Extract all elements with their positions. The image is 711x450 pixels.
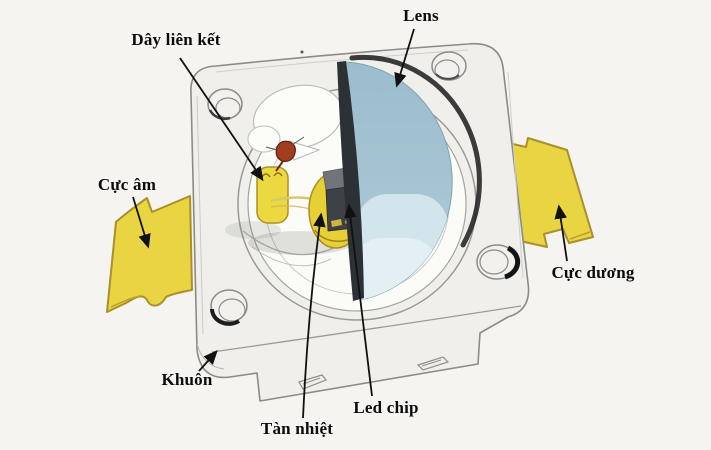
leader-mold (198, 349, 218, 372)
mounting-hole-bottom-right (476, 244, 521, 280)
leader-bond-wire (179, 57, 264, 182)
leader-heatsink (302, 212, 326, 419)
bond-wire-blob (265, 136, 305, 172)
lens-shadow-arc (349, 54, 482, 248)
mounting-hole-top-right (431, 51, 467, 81)
cathode-lead (106, 195, 193, 313)
mounting-hole-top-left (207, 88, 243, 121)
leader-led-chip (344, 203, 373, 397)
housing-slot-left (298, 374, 327, 390)
bond-pad (256, 166, 289, 224)
leader-anode (554, 204, 568, 262)
label-mold: Khuôn (161, 370, 213, 389)
label-cathode: Cực âm (97, 175, 157, 194)
label-anode: Cực dương (551, 263, 635, 282)
label-lens: Lens (403, 6, 439, 25)
mounting-hole-bottom-left (210, 289, 248, 326)
housing-slot-right (416, 356, 450, 371)
leader-cathode (132, 196, 151, 249)
leader-lens (394, 28, 415, 88)
label-led-chip: Led chip (353, 398, 419, 417)
lens-cut-face (337, 61, 364, 301)
label-heatsink: Tàn nhiệt (260, 419, 334, 438)
housing-speck (300, 50, 304, 54)
leader-lines (132, 28, 568, 419)
label-bond-wire: Dây liên kết (131, 30, 221, 49)
